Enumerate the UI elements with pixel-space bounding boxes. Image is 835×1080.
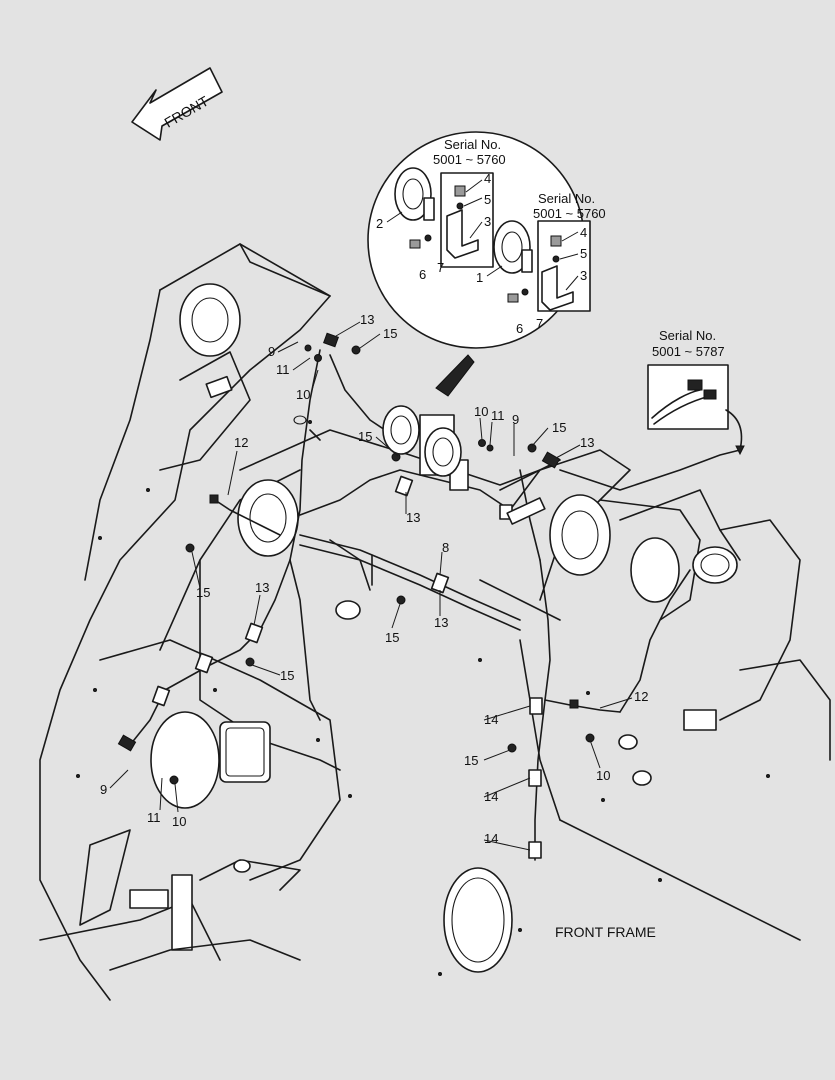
callout-7b: 7 [536, 316, 543, 331]
horn-assembly-main [382, 405, 469, 491]
callout-13d: 13 [255, 580, 269, 595]
inset-right-serial-label: Serial No. [538, 191, 595, 206]
callout-10d: 10 [596, 768, 610, 783]
callout-11c: 11 [147, 810, 161, 825]
front-frame-center-body [159, 415, 561, 771]
harness-clamps [117, 332, 579, 859]
bolts [169, 344, 595, 785]
callout-10c: 10 [172, 814, 186, 829]
connector-serial-range: 5001 ~ 5787 [652, 344, 725, 359]
callout-9a: 9 [268, 344, 275, 359]
callout-6a: 6 [419, 267, 426, 282]
callout-11a: 11 [276, 362, 290, 377]
callout-14c: 14 [484, 831, 498, 846]
inset-right-serial-range: 5001 ~ 5760 [533, 206, 606, 221]
callout-11b: 11 [491, 408, 505, 423]
callout-9b: 9 [512, 412, 519, 427]
callout-7a: 7 [437, 260, 444, 275]
callout-15d: 15 [196, 585, 210, 600]
horn-detail-inset: Serial No. 5001 ~ 5760 Serial No. 5001 ~… [367, 131, 606, 397]
harness-routing [129, 349, 741, 861]
callout-12a: 12 [234, 435, 248, 450]
callout-3a: 3 [484, 214, 491, 229]
callout-1: 1 [476, 270, 483, 285]
callout-12b: 12 [634, 689, 648, 704]
callout-9c: 9 [100, 782, 107, 797]
callout-13b: 13 [580, 435, 594, 450]
callout-15g: 15 [464, 753, 478, 768]
callout-4a: 4 [484, 171, 491, 186]
front-direction-arrow: FRONT [131, 67, 223, 141]
callout-10b: 10 [474, 404, 488, 419]
callout-5a: 5 [484, 192, 491, 207]
callout-6b: 6 [516, 321, 523, 336]
front-frame-left-arm [39, 243, 331, 1001]
callout-13a: 13 [360, 312, 374, 327]
leader-lines [109, 321, 633, 851]
frame-rivets [76, 420, 770, 976]
callout-numbers: 2 1 4 5 3 6 7 4 5 3 6 7 13 15 9 11 10 10… [100, 171, 648, 846]
front-frame-lower-plate [39, 639, 341, 971]
callout-15c: 15 [358, 429, 372, 444]
connector-serial-label: Serial No. [659, 328, 716, 343]
callout-4b: 4 [580, 225, 587, 240]
inset-left-serial-range: 5001 ~ 5760 [433, 152, 506, 167]
connector-detail-inset: Serial No. 5001 ~ 5787 [647, 328, 745, 456]
callout-15e: 15 [385, 630, 399, 645]
callout-8: 8 [442, 540, 449, 555]
front-frame-right-tower [443, 449, 831, 973]
callout-14b: 14 [484, 789, 498, 804]
callout-15f: 15 [280, 668, 294, 683]
callout-14a: 14 [484, 712, 498, 727]
front-frame-label: FRONT FRAME [555, 924, 656, 940]
callout-10a: 10 [296, 387, 310, 402]
callout-13c: 13 [406, 510, 420, 525]
callout-15a: 15 [383, 326, 397, 341]
callout-5b: 5 [580, 246, 587, 261]
inset-left-serial-label: Serial No. [444, 137, 501, 152]
callout-15b: 15 [552, 420, 566, 435]
callout-13e: 13 [434, 615, 448, 630]
callout-3b: 3 [580, 268, 587, 283]
callout-2: 2 [376, 216, 383, 231]
